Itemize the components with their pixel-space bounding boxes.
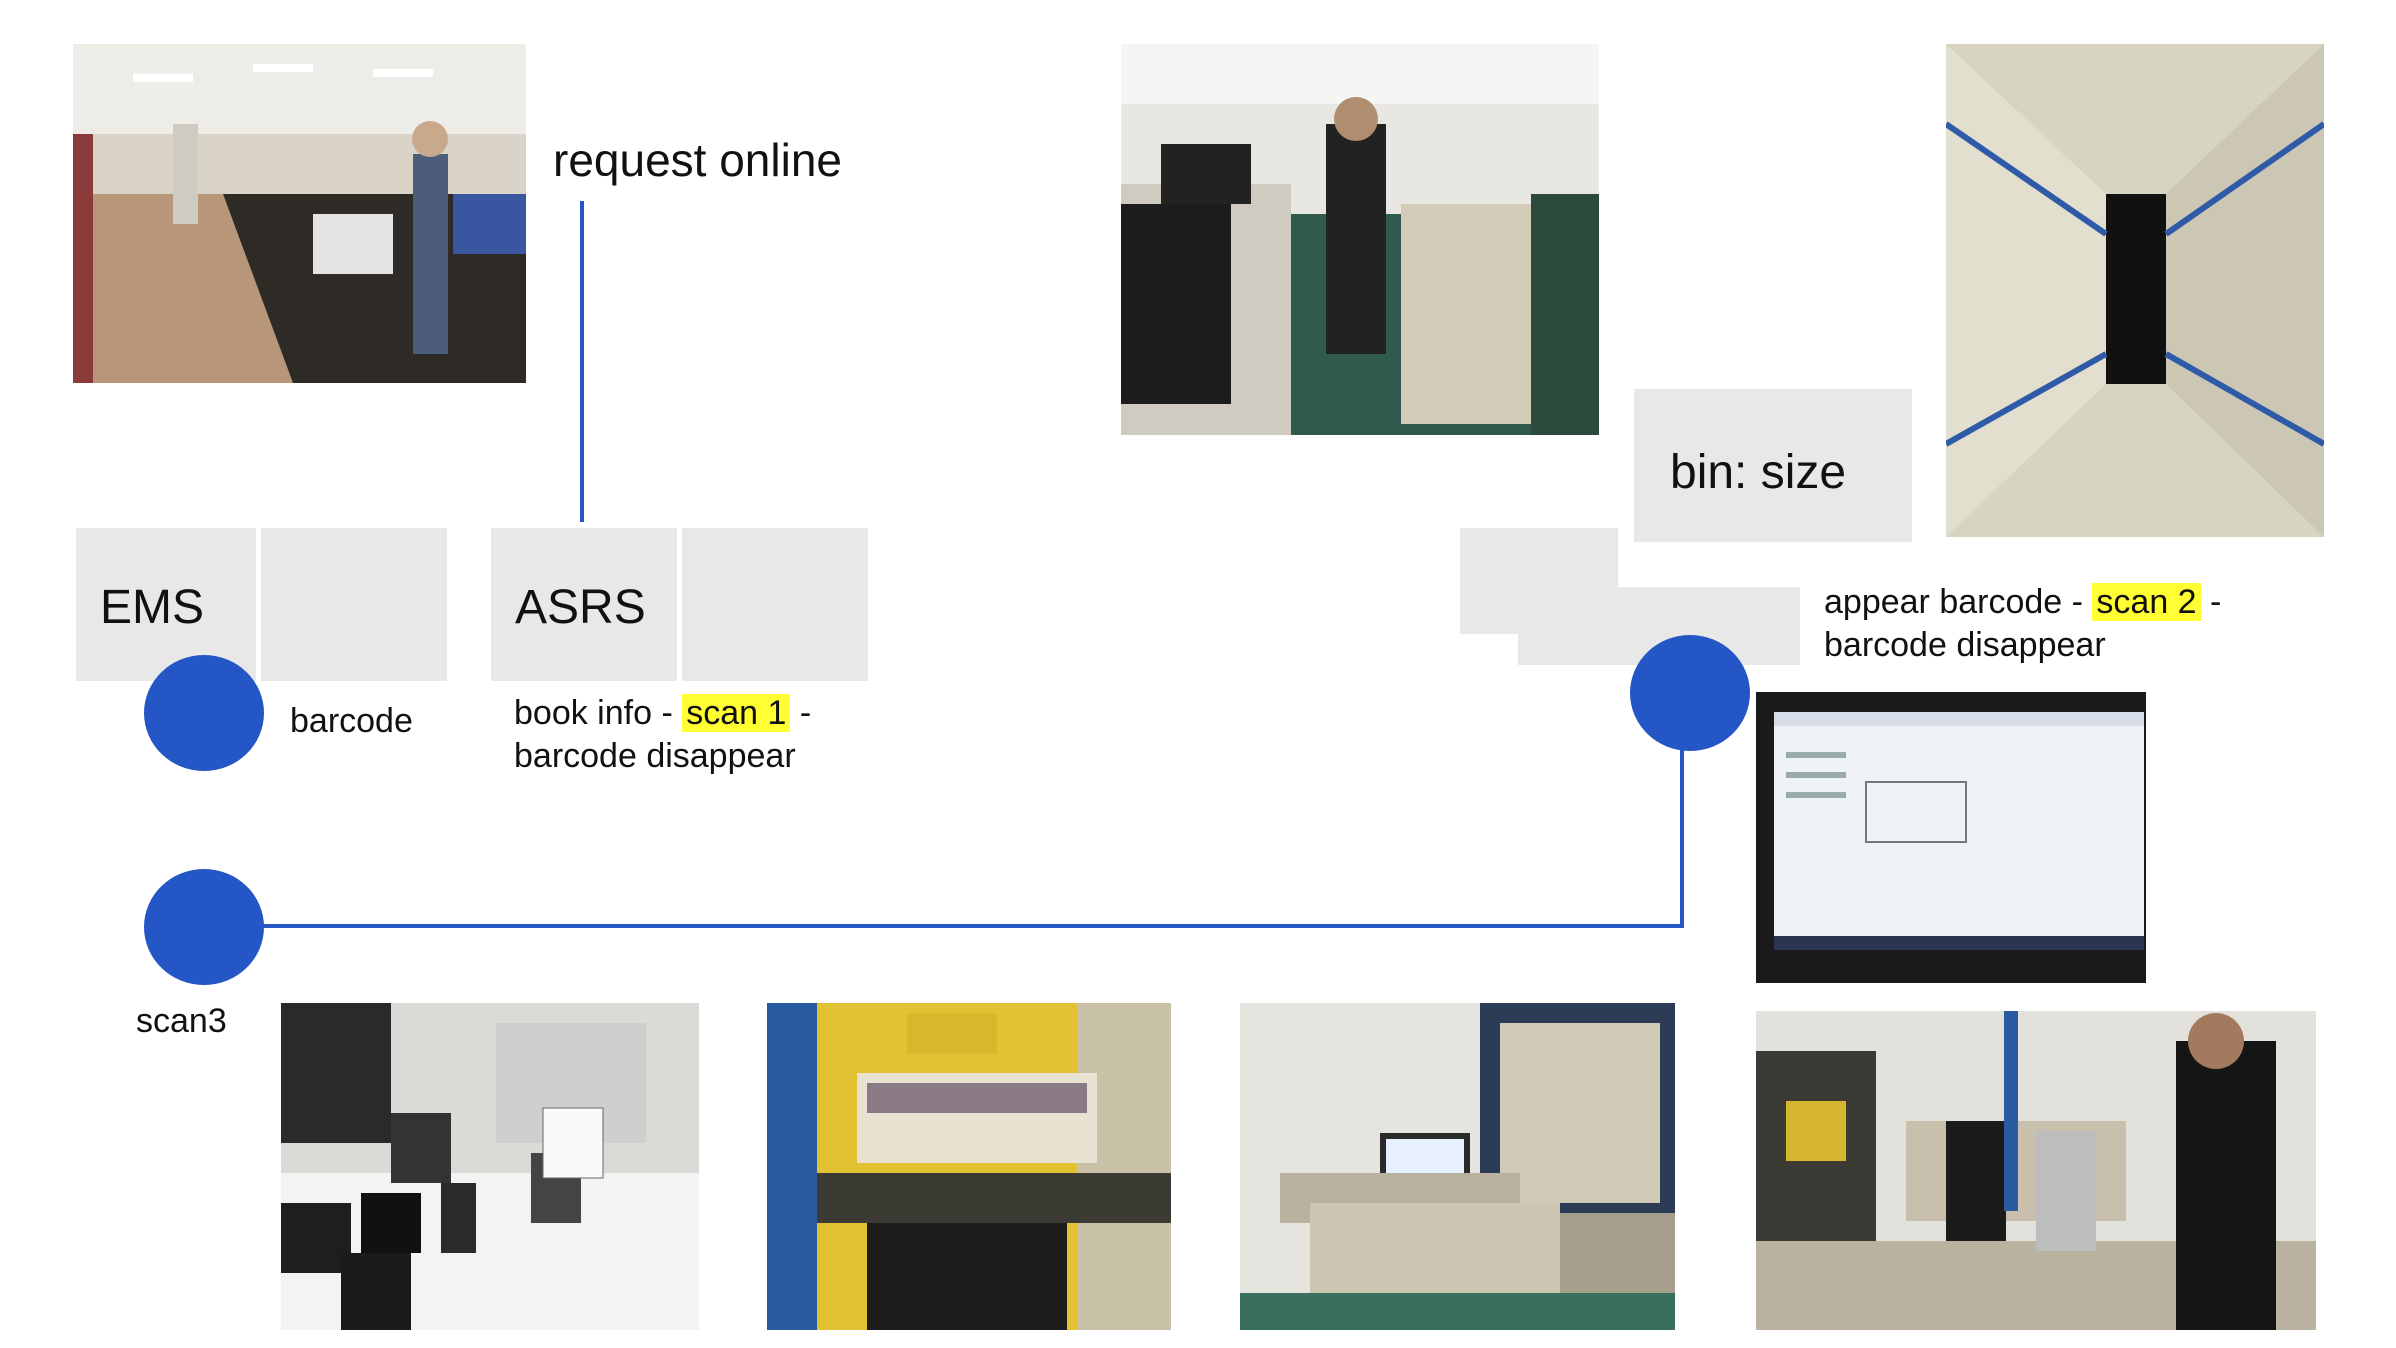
- book-info-text: book info - scan 1 - barcode disappear: [514, 692, 811, 778]
- ems-side-box: [261, 528, 447, 681]
- bin-of-books-photo: [767, 1003, 1171, 1330]
- appear-barcode-pre: appear barcode -: [1824, 583, 2093, 621]
- asrs-aisle-photo: [1946, 44, 2324, 537]
- ems-node-dot: [144, 655, 264, 771]
- monitor-screen-photo: [1756, 692, 2146, 983]
- staff-with-cart-photo: [1121, 44, 1599, 435]
- book-info-line2: barcode disappear: [514, 737, 796, 775]
- workstation-photo: [1240, 1003, 1675, 1330]
- barcode-label: barcode: [290, 702, 413, 740]
- asrs-box: ASRS: [491, 528, 677, 681]
- appear-barcode-text: appear barcode - scan 2 - barcode disapp…: [1824, 581, 2221, 667]
- bin-size-box: bin: size: [1634, 389, 1912, 542]
- appear-barcode-post: -: [2200, 583, 2222, 621]
- scan3-node-dot: [144, 869, 264, 985]
- asrs-label: ASRS: [515, 581, 646, 634]
- scan-flow-connector: [204, 692, 1684, 928]
- scan3-label: scan3: [136, 1002, 227, 1040]
- book-info-post: -: [790, 694, 812, 732]
- ems-label: EMS: [100, 581, 205, 634]
- scan1-highlight: scan 1: [682, 694, 791, 732]
- staff-scanning-photo: [1756, 1011, 2316, 1330]
- book-info-pre: book info -: [514, 694, 683, 732]
- scanners-desk-photo: [281, 1003, 699, 1330]
- scan2-node-dot: [1630, 635, 1750, 751]
- library-floor-photo: [73, 44, 526, 383]
- asrs-side-box: [682, 528, 868, 681]
- scan2-highlight: scan 2: [2092, 583, 2201, 621]
- appear-barcode-line2: barcode disappear: [1824, 626, 2106, 664]
- request-online-label: request online: [553, 134, 842, 186]
- ems-box: EMS: [76, 528, 256, 681]
- bin-size-label: bin: size: [1670, 446, 1847, 499]
